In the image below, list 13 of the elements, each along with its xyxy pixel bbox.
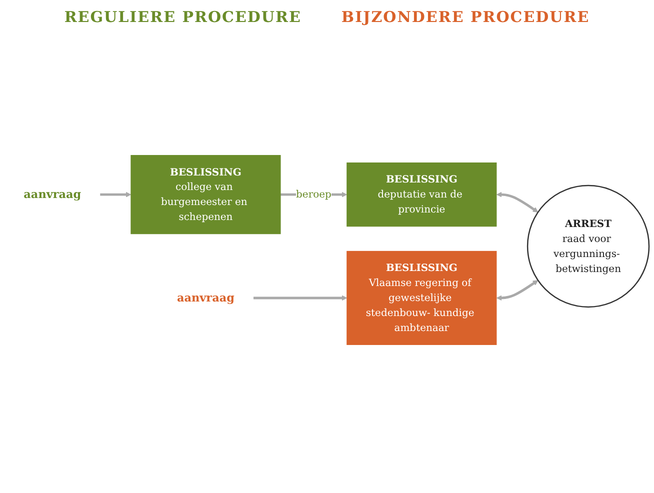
node-text: aanvraag [24,188,82,202]
node-box: BESLISSING college van burgemeester en schepenen [130,155,281,234]
arrow [100,192,132,198]
node-box: BESLISSING Vlaamse regering of gewestelijke stedenbouw- kundige ambtenaar [346,250,497,345]
procedure-heading: BIJZONDERE PROCEDURE [341,8,590,26]
node-circle: ARREST raad voor vergunnings- betwistingen [526,184,650,308]
edge-label: beroep [296,188,332,200]
procedure-heading: REGULIERE PROCEDURE [64,8,302,26]
arrow [496,192,538,212]
node-text: aanvraag [176,291,234,304]
arrow [253,295,348,301]
node-box: BESLISSING deputatie van de provincie [346,162,497,227]
arrow [496,280,538,301]
